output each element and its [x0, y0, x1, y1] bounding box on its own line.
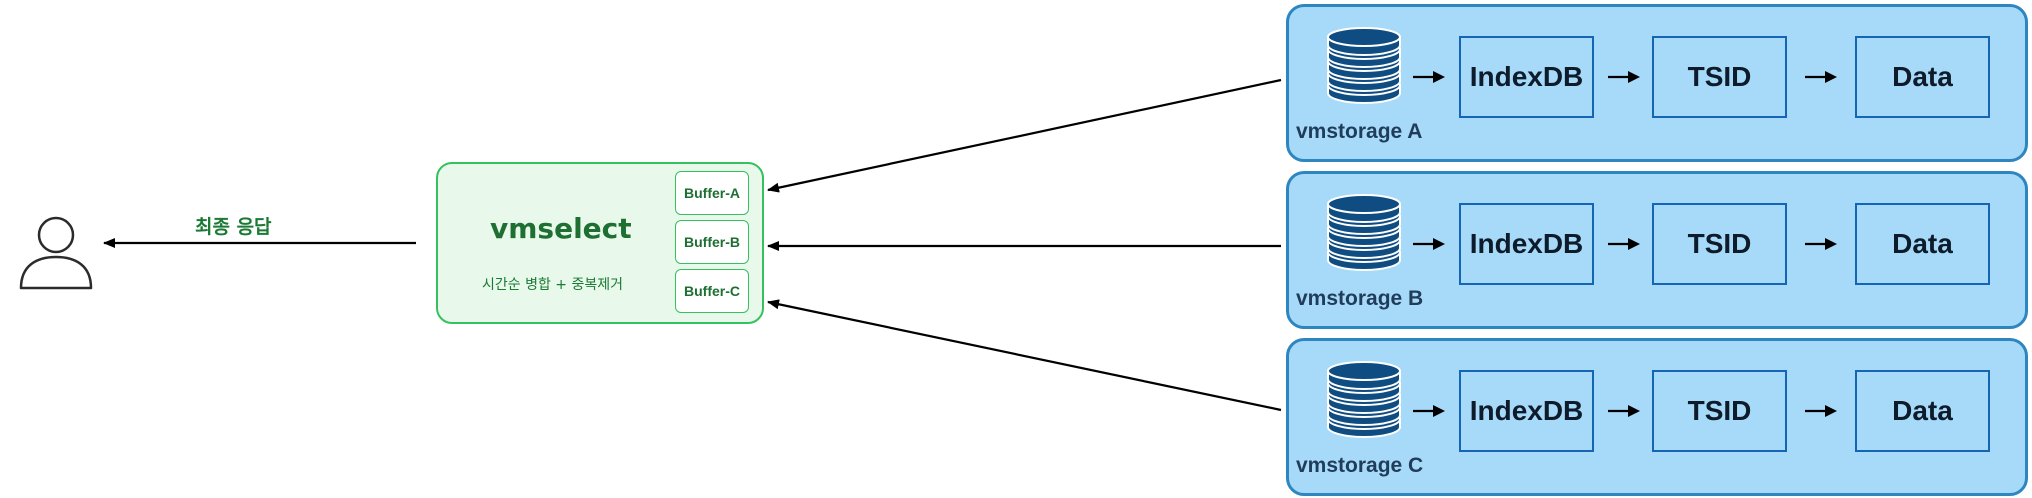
- vmstorage-label: vmstorage A: [1296, 120, 1423, 143]
- data-stage: Data: [1855, 203, 1990, 285]
- data-stage: Data: [1855, 370, 1990, 452]
- indexdb-stage: IndexDB: [1459, 36, 1594, 118]
- buffer-a: Buffer-A: [675, 171, 749, 215]
- vmstorage-label: vmstorage C: [1296, 454, 1424, 477]
- vmselect-node: vmselect 시간순 병합 + 중복제거 Buffer-A Buffer-B…: [436, 162, 764, 324]
- flow-arrow: [1805, 405, 1837, 417]
- tsid-stage: TSID: [1652, 203, 1787, 285]
- arrow-storage-a-to-buffer-a: [767, 78, 1282, 193]
- vmselect-title: vmselect: [490, 212, 632, 245]
- indexdb-stage: IndexDB: [1459, 203, 1594, 285]
- flow-arrow: [1608, 71, 1640, 83]
- arrow-storage-c-to-buffer-c: [767, 299, 1282, 412]
- vmselect-subtitle: 시간순 병합 + 중복제거: [482, 277, 624, 293]
- vmstorage-c: IndexDB TSID Data vmstorage C: [1286, 338, 2028, 496]
- database-icon: [1327, 194, 1401, 271]
- buffer-c: Buffer-C: [675, 269, 749, 313]
- flow-arrow: [1413, 71, 1445, 83]
- vmstorage-label: vmstorage B: [1296, 287, 1424, 310]
- user-icon: [19, 216, 93, 290]
- tsid-stage: TSID: [1652, 370, 1787, 452]
- buffer-b: Buffer-B: [675, 220, 749, 264]
- tsid-stage: TSID: [1652, 36, 1787, 118]
- vmstorage-a: IndexDB TSID Data vmstorage A: [1286, 4, 2028, 162]
- flow-arrow: [1805, 238, 1837, 250]
- database-icon: [1327, 27, 1401, 104]
- flow-arrow: [1608, 405, 1640, 417]
- flow-arrow: [1805, 71, 1837, 83]
- indexdb-stage: IndexDB: [1459, 370, 1594, 452]
- final-response-label: 최종 응답: [195, 216, 272, 238]
- flow-arrow: [1413, 238, 1445, 250]
- flow-arrow: [1413, 405, 1445, 417]
- database-icon: [1327, 361, 1401, 438]
- data-stage: Data: [1855, 36, 1990, 118]
- vmstorage-b: IndexDB TSID Data vmstorage B: [1286, 171, 2028, 329]
- flow-arrow: [1608, 238, 1640, 250]
